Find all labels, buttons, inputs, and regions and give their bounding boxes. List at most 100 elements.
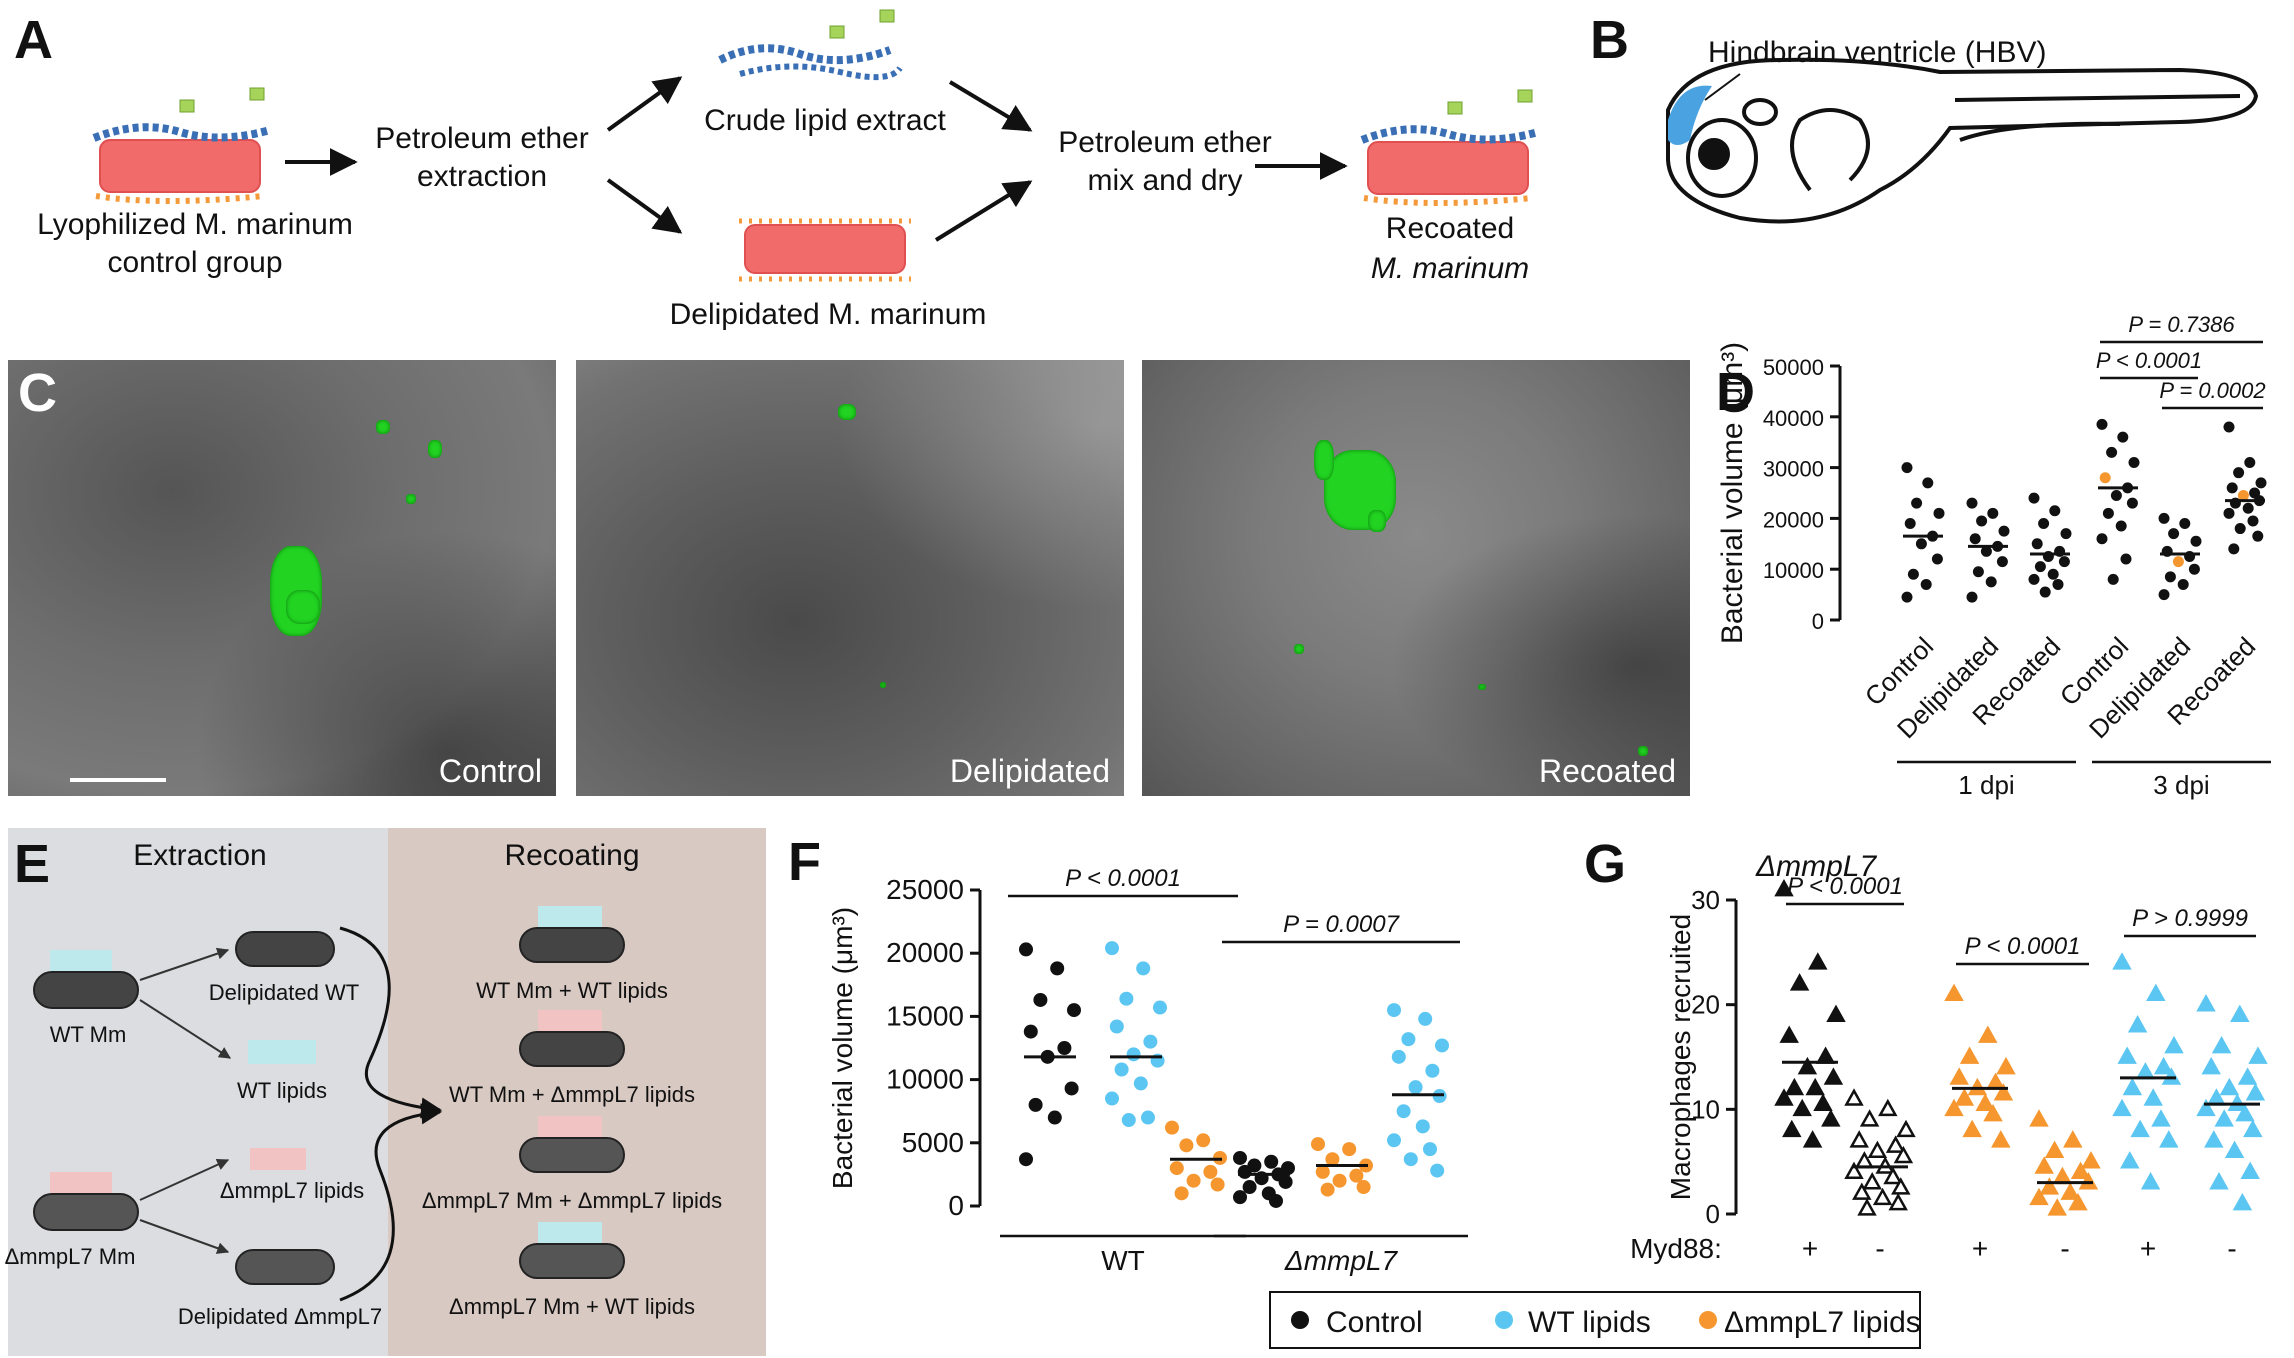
data-point xyxy=(1105,1091,1119,1106)
data-point xyxy=(2252,530,2264,542)
arrow-a4 xyxy=(948,80,1033,132)
data-point xyxy=(1802,1130,1823,1148)
data-point xyxy=(1050,961,1065,976)
group-label: 3 dpi xyxy=(2153,770,2209,800)
data-point xyxy=(1782,1119,1802,1138)
legend-wt: WT lipids xyxy=(1528,1306,1651,1339)
data-point xyxy=(2038,517,2050,529)
data-point xyxy=(1920,578,1932,590)
data-point xyxy=(1954,1088,1975,1106)
data-point xyxy=(2244,457,2256,469)
data-point xyxy=(1403,1152,1418,1167)
data-point xyxy=(2188,563,2200,575)
data-point xyxy=(2223,421,2235,433)
data-point xyxy=(1143,1034,1158,1049)
data-point xyxy=(1136,961,1151,976)
legend-control: Control xyxy=(1326,1306,1423,1339)
data-point xyxy=(1893,1145,1914,1164)
data-point xyxy=(2226,482,2238,494)
data-point xyxy=(1126,1047,1141,1062)
data-point xyxy=(1844,1161,1864,1179)
data-point xyxy=(1408,1080,1423,1095)
recoated-label-2: M. marinum xyxy=(1371,252,1529,285)
data-point xyxy=(2044,1140,2065,1159)
y-tick-label: 30 xyxy=(1691,885,1720,915)
data-point xyxy=(1067,1003,1081,1018)
data-point xyxy=(2168,528,2180,540)
arrow-a3 xyxy=(606,178,683,234)
data-point xyxy=(1047,1110,1062,1125)
data-point xyxy=(1387,1133,1401,1148)
data-point xyxy=(2140,1172,2161,1190)
data-point xyxy=(1904,517,1916,529)
data-point xyxy=(2240,1161,2260,1179)
data-point xyxy=(1325,1152,1340,1167)
panel-e-recoating-bg xyxy=(388,828,766,1356)
data-point xyxy=(1396,1104,1411,1119)
arrow-a5 xyxy=(934,180,1033,242)
group-label: ΔmmpL7 xyxy=(1284,1245,1399,1276)
data-point xyxy=(1944,983,1964,1002)
panel-label-b: B xyxy=(1590,10,1629,70)
micrograph-recoated: Recoated xyxy=(1142,360,1690,796)
data-point xyxy=(1019,1152,1033,1167)
data-point xyxy=(2107,573,2119,585)
p-value-label: P < 0.0001 xyxy=(1965,933,2081,960)
data-point xyxy=(1996,1056,2016,1075)
data-point xyxy=(1210,1177,1225,1192)
data-point xyxy=(2128,457,2140,469)
data-point xyxy=(2060,528,2072,540)
myd88-row-label: Myd88: xyxy=(1630,1233,1722,1264)
p-value-label: P < 0.0001 xyxy=(1787,873,1903,900)
data-point xyxy=(1391,1049,1406,1064)
data-point xyxy=(2052,578,2064,590)
data-point xyxy=(1922,477,1934,489)
data-point xyxy=(1315,1164,1330,1179)
data-point xyxy=(1969,533,1981,545)
data-point xyxy=(2126,497,2138,509)
y-tick-label: 50000 xyxy=(1763,355,1824,380)
data-point xyxy=(1792,1098,1812,1117)
y-tick-label: 0 xyxy=(948,1190,964,1221)
data-point xyxy=(2196,1098,2216,1117)
data-point xyxy=(1356,1180,1371,1195)
data-point xyxy=(1320,1182,1335,1197)
data-point xyxy=(2112,952,2132,970)
recoated-label-1: Recoated xyxy=(1386,212,1514,245)
recoated-bacterium-icon xyxy=(1360,89,1540,206)
data-point xyxy=(2063,1130,2083,1148)
data-point xyxy=(2151,1109,2171,1127)
data-point xyxy=(2029,1187,2049,1206)
y-tick-label: 30000 xyxy=(1763,457,1824,482)
data-point xyxy=(2172,556,2184,568)
hbv-pointer xyxy=(1704,73,1741,101)
data-point xyxy=(1872,1187,1893,1206)
data-point xyxy=(1774,1088,1794,1106)
data-point xyxy=(1311,1137,1325,1152)
y-tick-label: 0 xyxy=(1812,609,1824,634)
data-point xyxy=(2177,578,2189,590)
y-tick-label: 20000 xyxy=(1763,507,1824,532)
data-point xyxy=(1028,1097,1043,1112)
data-point xyxy=(1278,1174,1293,1189)
data-point xyxy=(1349,1168,1364,1183)
data-point xyxy=(2255,477,2267,489)
data-point xyxy=(1891,1177,1911,1195)
myd88-status: - xyxy=(2227,1233,2236,1264)
data-point xyxy=(1242,1180,1257,1195)
data-point xyxy=(2164,1035,2184,1054)
data-point xyxy=(1233,1150,1247,1165)
panel-label-c: C xyxy=(18,363,57,423)
data-point xyxy=(2058,556,2070,568)
data-point xyxy=(1797,1056,1818,1075)
data-point xyxy=(1105,941,1119,956)
start-label-2: control group xyxy=(107,246,282,279)
data-point xyxy=(1203,1164,1218,1179)
data-point xyxy=(2230,1004,2250,1022)
data-point xyxy=(2047,568,2059,580)
data-point xyxy=(1823,1067,1844,1085)
data-point xyxy=(2096,533,2108,545)
data-point xyxy=(2135,1062,2156,1080)
